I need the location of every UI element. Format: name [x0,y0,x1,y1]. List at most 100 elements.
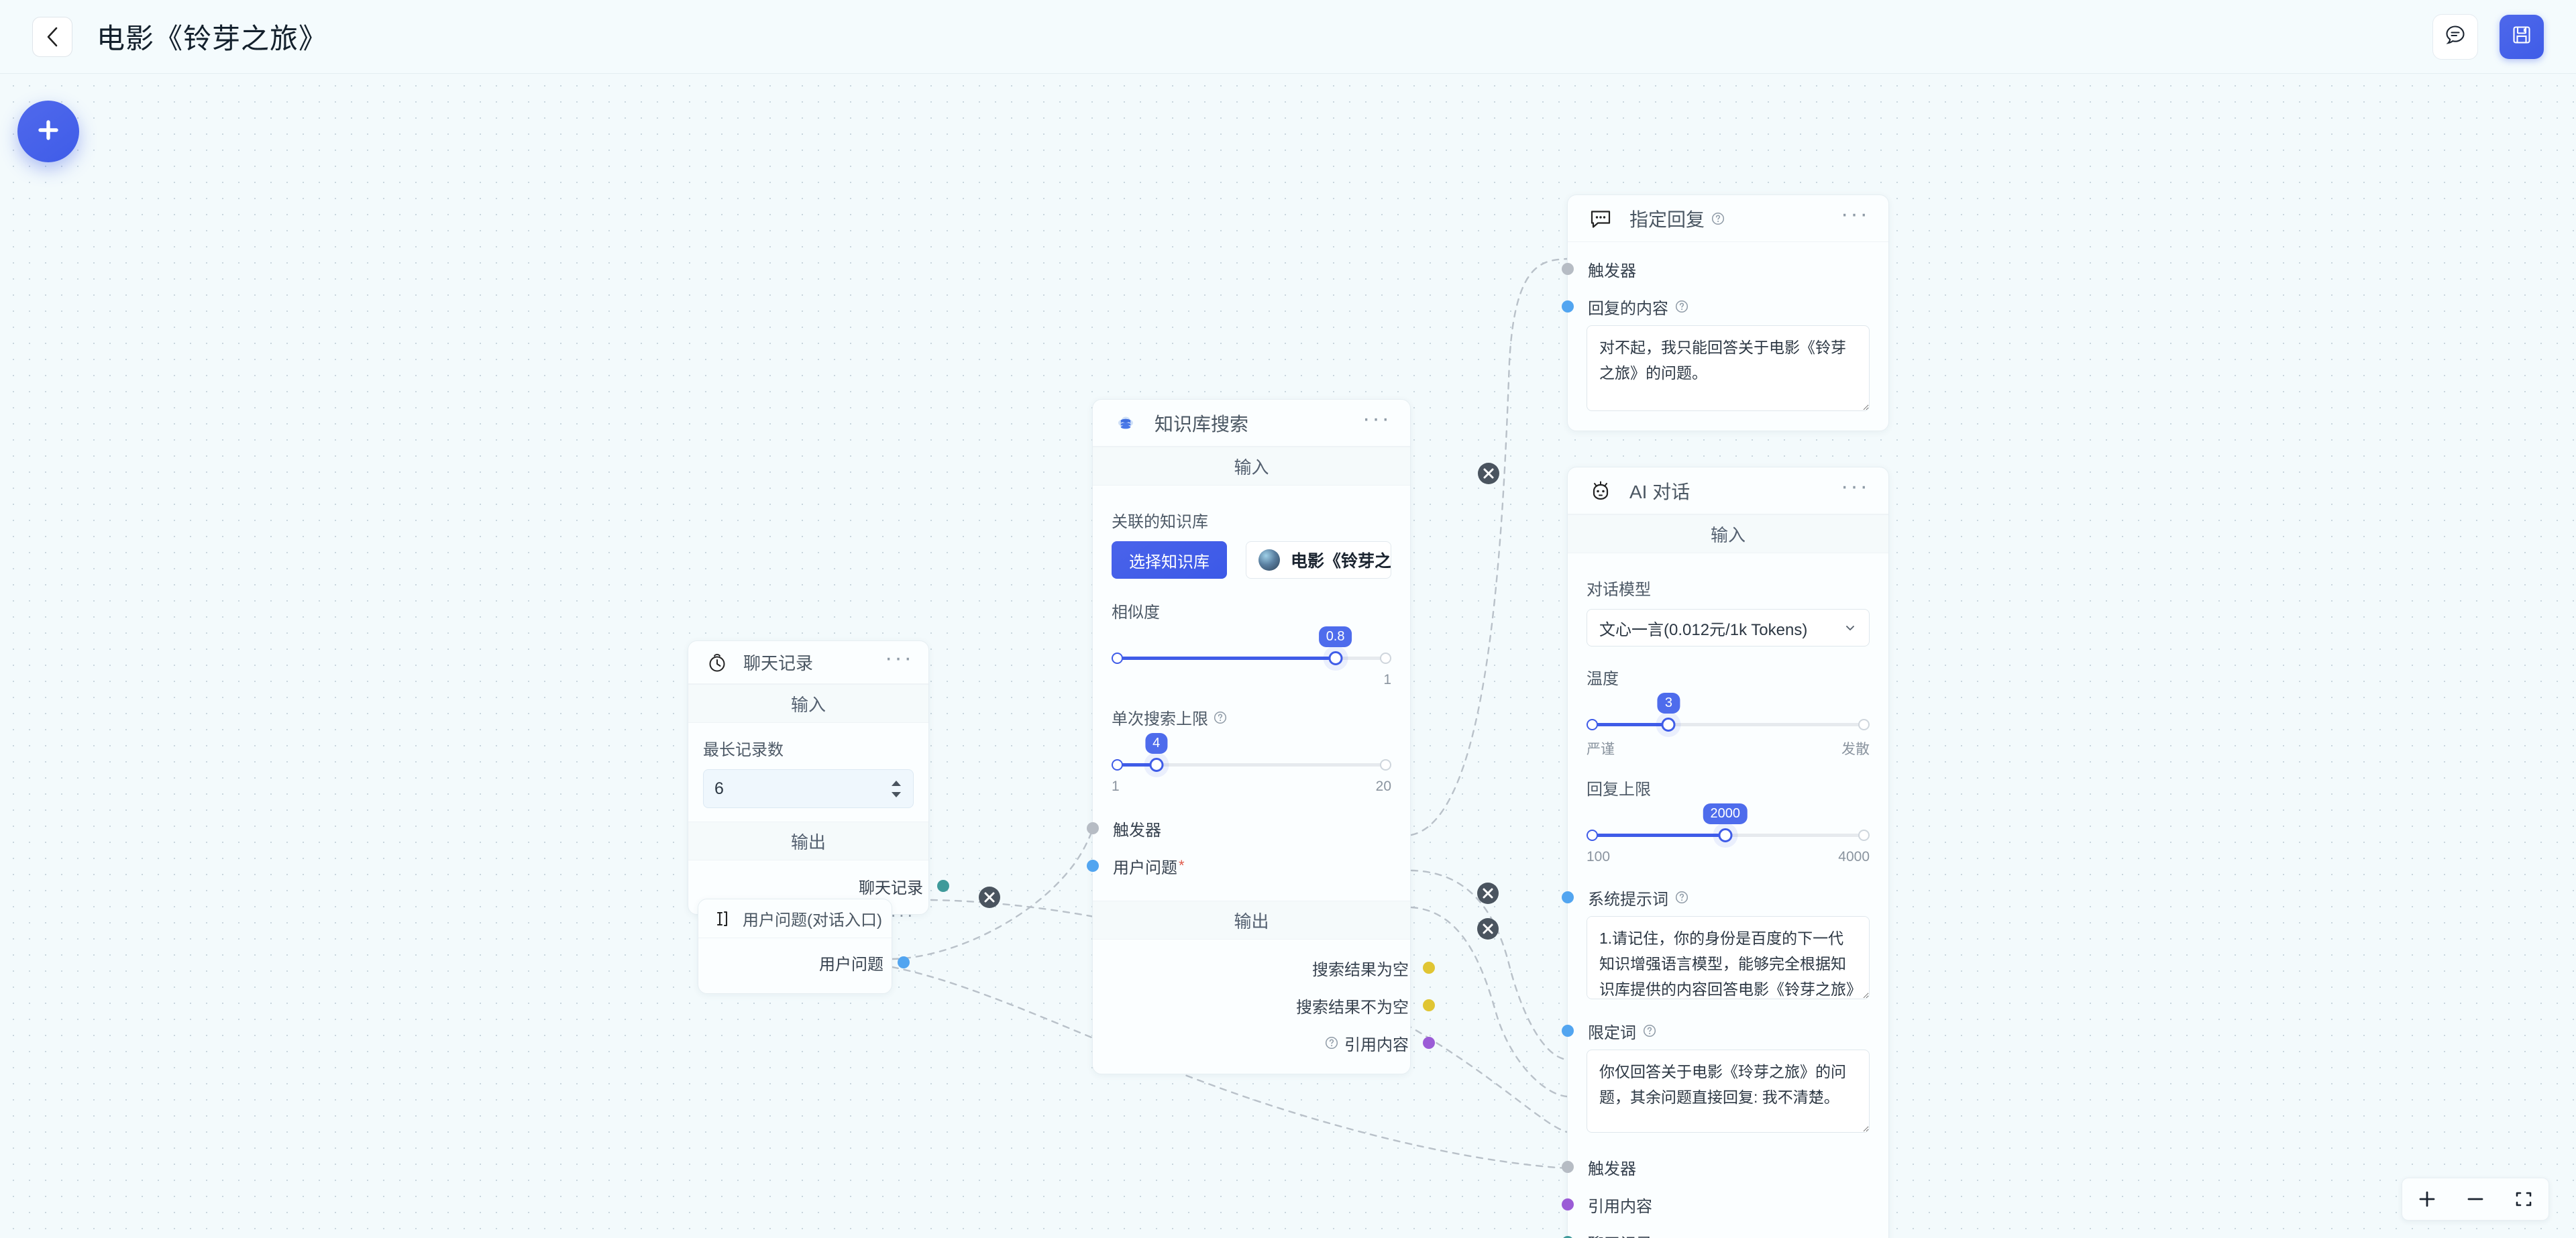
select-kb-button[interactable]: 选择知识库 [1112,541,1227,579]
port-search-nonempty[interactable]: 搜索结果不为空 [1112,987,1435,1024]
port-dot[interactable] [1562,891,1574,903]
similarity-label: 相似度 [1112,604,1160,622]
close-circle-icon[interactable] [1477,918,1499,940]
node-menu-button[interactable]: ··· [1841,473,1870,499]
database-cloud-icon [1112,409,1140,437]
max-records-input[interactable]: 6 [703,769,914,808]
model-label: 对话模型 [1587,581,1651,599]
port-dot[interactable] [1562,1198,1574,1211]
limit-value-bubble: 4 [1145,733,1168,754]
port-dot[interactable] [1562,1161,1574,1173]
close-circle-icon[interactable] [1478,463,1499,484]
port-dot[interactable] [1562,300,1574,313]
port-label: 系统提示词 [1588,890,1668,909]
page-title: 电影《铃芽之旅》 [97,23,328,54]
port-trigger[interactable]: 触发器 [1562,1148,1888,1186]
zoom-in-button[interactable] [2412,1184,2443,1215]
fit-screen-button[interactable] [2508,1184,2539,1215]
temperature-min-label: 严谨 [1587,742,1615,757]
slider-fill [1112,763,1157,767]
save-floppy-icon [2510,23,2533,50]
port-dot[interactable] [1562,1025,1574,1037]
port-search-empty[interactable]: 搜索结果为空 [1112,949,1435,987]
slider-cap-right [1858,830,1870,841]
model-select-value: 文心一言(0.012元/1k Tokens) [1599,620,1808,639]
help-icon[interactable] [1643,1024,1656,1037]
help-icon[interactable] [1325,1036,1338,1050]
port-dot[interactable] [1423,962,1435,974]
fit-screen-icon [2516,1192,2532,1206]
zoom-controls[interactable] [2402,1178,2549,1221]
reply-limit-slider[interactable]: 2000 [1587,803,1870,844]
help-icon[interactable] [1711,212,1725,225]
port-dot[interactable] [898,956,910,968]
slider-knob[interactable] [1149,758,1164,772]
limit-slider[interactable]: 4 [1112,733,1391,773]
port-label: 触发器 [1113,821,1161,840]
chat-bubble-icon [2444,23,2467,50]
close-circle-icon[interactable] [1477,883,1499,904]
close-circle-icon[interactable] [979,887,1000,908]
port-user-question-out[interactable]: 用户问题 [710,944,910,981]
node-kb-search[interactable]: 知识库搜索 ··· 输入 关联的知识库 选择知识库 电影《铃芽之旅》 相似度 [1087,399,1435,1074]
port-dot[interactable] [1087,860,1099,872]
node-title: 指定回复 [1629,209,1705,230]
similarity-slider[interactable]: 0.8 [1112,626,1391,667]
node-user-question[interactable]: 用户问题(对话入口) ··· 用户问题 [698,899,913,994]
caret-down-icon [892,791,901,797]
kb-chip[interactable]: 电影《铃芽之旅》 [1246,541,1391,579]
input-section-label: 输入 [1093,447,1410,486]
slider-knob[interactable] [1661,718,1676,732]
zoom-out-button[interactable] [2460,1184,2491,1215]
kb-label: 关联的知识库 [1112,513,1208,531]
reply-limit-label: 回复上限 [1587,781,1651,799]
port-reply-content[interactable]: 回复的内容 [1562,288,1888,325]
port-dot[interactable] [1562,263,1574,275]
port-dot[interactable] [1423,999,1435,1011]
port-user-question[interactable]: 用户问题 * [1087,847,1410,885]
temperature-slider[interactable]: 3 [1587,693,1870,733]
chat-button[interactable] [2432,13,2478,60]
system-prompt-textarea[interactable] [1587,916,1870,999]
add-node-button[interactable] [17,101,79,162]
port-trigger[interactable]: 触发器 [1087,809,1410,847]
node-menu-button[interactable]: ··· [890,903,915,925]
reply-content-textarea[interactable] [1587,325,1870,411]
port-dot[interactable] [1423,1037,1435,1049]
node-menu-button[interactable]: ··· [885,644,914,671]
help-icon[interactable] [1675,891,1688,904]
node-menu-button[interactable]: ··· [1362,405,1391,431]
port-dot[interactable] [1087,822,1099,834]
input-section-label: 输入 [1568,514,1888,553]
slider-track [1587,723,1870,726]
port-dot[interactable] [1562,1236,1574,1238]
node-body: 最长记录数 6 [688,723,928,822]
node-menu-button[interactable]: ··· [1841,201,1870,227]
port-label: 引用内容 [1588,1197,1652,1216]
port-quote-content[interactable]: 引用内容 [1562,1186,1888,1223]
limit-word-textarea[interactable] [1587,1050,1870,1133]
port-chat-history[interactable]: 聊天记录 [1562,1223,1888,1238]
model-select[interactable]: 文心一言(0.012元/1k Tokens) [1587,609,1870,646]
port-label: 聊天记录 [1588,1231,1652,1238]
workflow-canvas[interactable]: 指定回复 ··· 触发器 回复的内容 [0,74,2576,1238]
slider-cap-left [1587,719,1598,730]
node-title: 用户问题(对话入口) [743,911,882,930]
save-button[interactable] [2500,14,2544,59]
back-button[interactable] [32,16,72,57]
help-icon[interactable] [1214,711,1227,724]
port-label: 触发器 [1588,262,1636,280]
port-quote-content[interactable]: 引用内容 [1112,1024,1435,1062]
port-trigger[interactable]: 触发器 [1562,250,1888,288]
port-system-prompt[interactable]: 系统提示词 [1562,879,1888,916]
port-dot[interactable] [937,880,949,892]
help-icon[interactable] [1675,300,1688,313]
node-chat-history[interactable]: 聊天记录 ··· 输入 最长记录数 6 输出 聊天记录 [688,640,949,915]
slider-knob[interactable] [1718,828,1733,842]
slider-fill [1112,657,1336,660]
node-ai-chat[interactable]: AI 对话 ··· 输入 对话模型 文心一言(0.012元/1k Tokens)… [1562,467,1889,1238]
node-specified-reply[interactable]: 指定回复 ··· 触发器 回复的内容 [1562,194,1889,431]
port-limit-word[interactable]: 限定词 [1562,1012,1888,1050]
number-stepper[interactable] [890,780,902,798]
slider-knob[interactable] [1328,651,1343,665]
